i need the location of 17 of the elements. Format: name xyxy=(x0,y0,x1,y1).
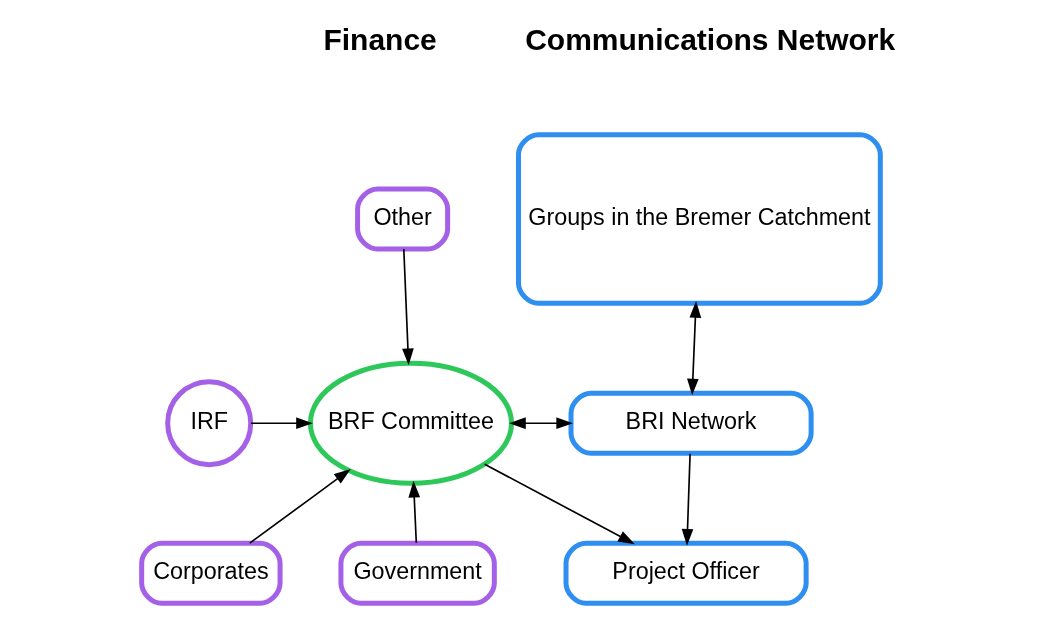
node-box: Groups in the Bremer Catchment xyxy=(515,132,883,306)
arrow xyxy=(681,453,693,546)
node-box: Corporates xyxy=(138,540,283,606)
node-box: Project Officer xyxy=(563,540,809,606)
label: Communications Network xyxy=(524,23,895,57)
node-box: Other xyxy=(354,186,450,252)
node-circle: IRF xyxy=(164,379,253,468)
arrow xyxy=(483,463,635,545)
arrow xyxy=(401,248,414,366)
node-box: Government xyxy=(337,540,497,606)
arrow xyxy=(248,469,351,544)
arrow xyxy=(249,417,313,430)
label: Finance xyxy=(322,23,437,57)
node-box: BRI Network xyxy=(568,390,814,456)
arrow xyxy=(508,417,573,430)
arrow xyxy=(686,301,701,396)
arrow xyxy=(407,480,420,544)
